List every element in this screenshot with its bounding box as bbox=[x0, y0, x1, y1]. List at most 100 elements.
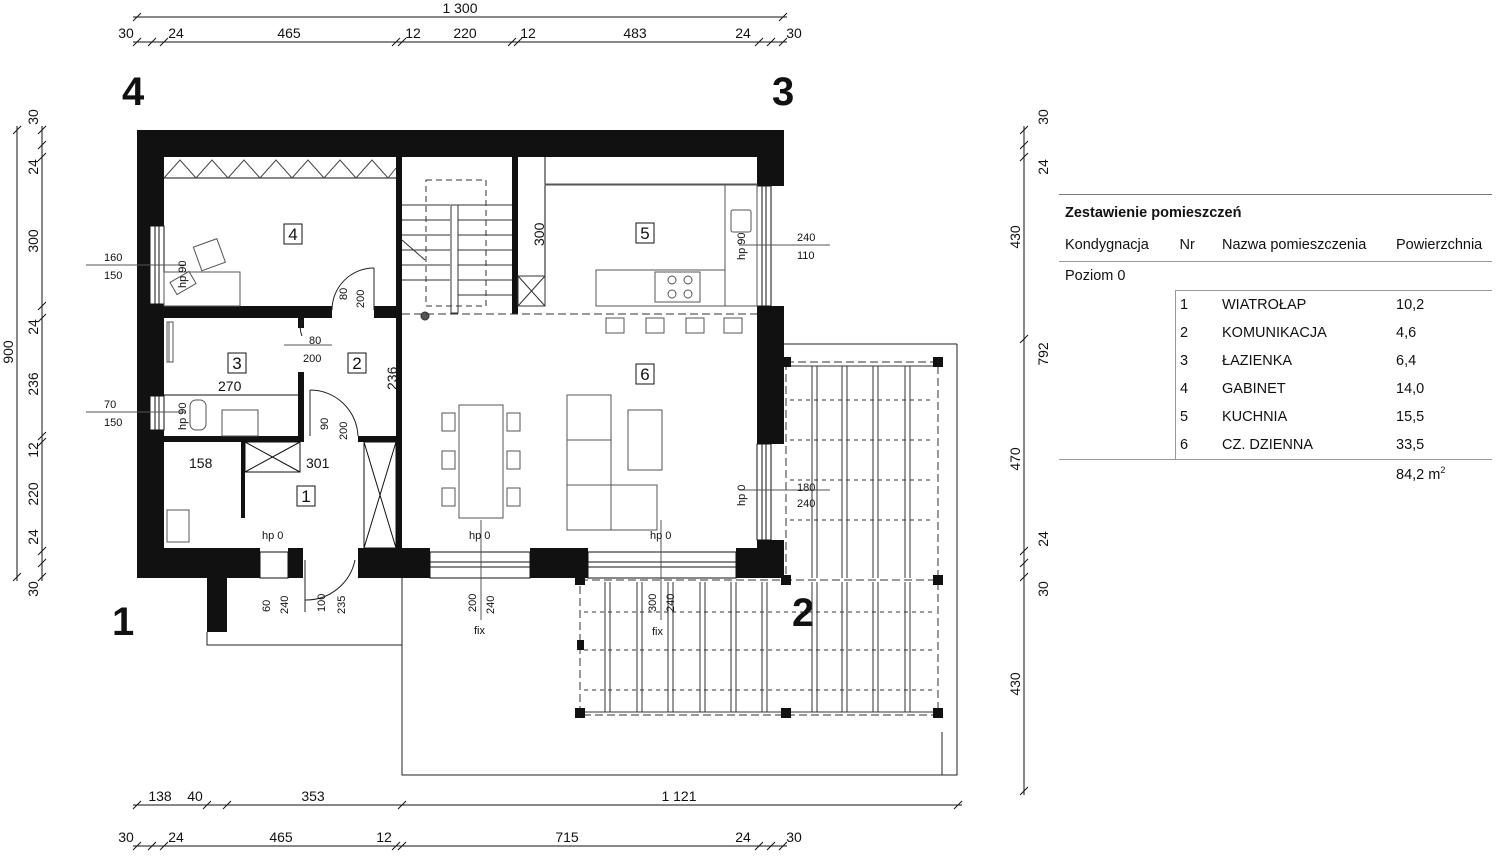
door-label: 80 bbox=[309, 335, 321, 347]
table-header-row: Kondygnacja Nr Nazwa pomieszczenia Powie… bbox=[1059, 229, 1492, 262]
table-row: 5 KUCHNIA 15,5 bbox=[1059, 403, 1492, 431]
pergola-posts bbox=[575, 357, 943, 718]
dim-right-seg: 430 bbox=[1007, 225, 1023, 249]
room-label-6: 6 bbox=[640, 365, 649, 384]
dim-left-seg: 300 bbox=[25, 229, 41, 253]
dim-top-seg: 12 bbox=[405, 25, 421, 41]
dim-right-seg: 24 bbox=[1035, 159, 1051, 175]
interior-partitions bbox=[164, 157, 546, 549]
corner-label-1: 1 bbox=[112, 600, 134, 644]
dim-left-seg: 24 bbox=[25, 529, 41, 545]
dim-left-seg: 220 bbox=[25, 482, 41, 506]
row-name: WIATROŁAP bbox=[1218, 290, 1392, 319]
left-dimensions bbox=[12, 125, 47, 582]
wardrobe bbox=[163, 159, 397, 179]
corner-label-2: 2 bbox=[792, 591, 814, 635]
door-label: 90 bbox=[319, 418, 331, 430]
dim-bottom-seg: 12 bbox=[376, 829, 392, 845]
dim-bottom-seg: 1 121 bbox=[661, 788, 696, 804]
dim-right-seg: 30 bbox=[1035, 581, 1051, 597]
row-area: 15,5 bbox=[1396, 409, 1425, 425]
table-row: 1 WIATROŁAP 10,2 bbox=[1059, 290, 1492, 319]
header-nr: Nr bbox=[1179, 237, 1195, 253]
dim-top-seg: 220 bbox=[453, 25, 477, 41]
windows bbox=[149, 185, 772, 579]
top-dimensions bbox=[132, 12, 788, 47]
dim-top-seg: 465 bbox=[277, 25, 301, 41]
opening-label: 60 bbox=[261, 600, 273, 612]
row-nr: 1 bbox=[1175, 290, 1218, 319]
total-area-unit-exponent: 2 bbox=[1440, 465, 1446, 476]
dim-right-seg: 430 bbox=[1007, 672, 1023, 696]
row-name: KOMUNIKACJA bbox=[1222, 325, 1327, 341]
row-nr: 3 bbox=[1175, 347, 1218, 375]
terrace-outline bbox=[206, 343, 958, 776]
window-label: 240 bbox=[797, 232, 815, 244]
dim-left-seg: 12 bbox=[25, 442, 41, 458]
room-number-boxes bbox=[227, 222, 655, 507]
row-name: KUCHNIA bbox=[1222, 409, 1288, 425]
row-name: CZ. DZIENNA bbox=[1222, 437, 1314, 453]
room-label-5: 5 bbox=[640, 224, 649, 243]
right-dimensions bbox=[1019, 125, 1029, 796]
dim-left-seg: 236 bbox=[25, 372, 41, 396]
sill-label: hp 90 bbox=[177, 260, 189, 288]
dim-interior: 158 bbox=[189, 455, 213, 471]
exterior-walls bbox=[137, 130, 784, 632]
kitchen-furniture bbox=[544, 183, 758, 334]
sill-label: hp 0 bbox=[262, 530, 283, 542]
door-label: 200 bbox=[338, 422, 350, 440]
row-name: ŁAZIENKA bbox=[1222, 353, 1293, 369]
opening-label: 240 bbox=[665, 594, 677, 612]
dim-bottom-seg: 138 bbox=[148, 788, 172, 804]
table-row: Poziom 0 bbox=[1059, 261, 1492, 291]
doors bbox=[299, 267, 375, 612]
room-label-3: 3 bbox=[232, 354, 241, 373]
window-label: 70 bbox=[104, 399, 116, 411]
dim-interior: 301 bbox=[306, 455, 330, 471]
room-schedule-title: Zestawienie pomieszczeń bbox=[1059, 194, 1492, 229]
window-label: 150 bbox=[104, 270, 122, 282]
opening-label: 100 bbox=[316, 594, 328, 612]
dim-bottom-seg: 353 bbox=[301, 788, 325, 804]
row-area: 14,0 bbox=[1396, 381, 1425, 397]
fixed-window-label: fix bbox=[652, 626, 664, 638]
room-schedule: Zestawienie pomieszczeń Kondygnacja Nr N… bbox=[1059, 194, 1492, 488]
dim-right-seg: 30 bbox=[1035, 109, 1051, 125]
row-nr: 2 bbox=[1175, 319, 1218, 347]
row-nr: 4 bbox=[1175, 375, 1218, 403]
sill-label: hp 0 bbox=[650, 530, 671, 542]
dim-bottom-seg: 40 bbox=[187, 788, 203, 804]
row-name: GABINET bbox=[1222, 381, 1286, 397]
sill-label: hp 90 bbox=[177, 402, 189, 430]
dim-left-seg: 30 bbox=[25, 581, 41, 597]
dim-top-seg: 30 bbox=[786, 25, 802, 41]
opening-label: 240 bbox=[485, 596, 497, 614]
header-name: Nazwa pomieszczenia bbox=[1222, 237, 1367, 253]
dim-right-seg: 792 bbox=[1035, 342, 1051, 366]
room-label-2: 2 bbox=[352, 354, 361, 373]
opening-label: 235 bbox=[336, 596, 348, 614]
dim-interior: 270 bbox=[218, 378, 242, 394]
opening-label: 200 bbox=[467, 594, 479, 612]
dim-total-width: 1 300 bbox=[442, 0, 477, 16]
dim-left-seg: 24 bbox=[25, 159, 41, 175]
bottom-dimensions bbox=[132, 800, 963, 851]
dim-left-seg: 30 bbox=[25, 109, 41, 125]
window-glazing bbox=[154, 186, 767, 568]
opening-label: 300 bbox=[647, 594, 659, 612]
living-furniture bbox=[441, 394, 663, 531]
row-area: 4,6 bbox=[1396, 325, 1417, 341]
window-label: 240 bbox=[797, 498, 815, 510]
room-label-1: 1 bbox=[301, 487, 310, 506]
room-label-4: 4 bbox=[288, 225, 297, 244]
door-label: 200 bbox=[303, 353, 321, 365]
window-label: 150 bbox=[104, 417, 122, 429]
terrace-window-lines bbox=[86, 244, 830, 620]
header-area: Powierzchnia bbox=[1396, 237, 1483, 253]
row-area: 10,2 bbox=[1392, 290, 1492, 319]
dim-top-seg: 12 bbox=[520, 25, 536, 41]
row-nr: 6 bbox=[1175, 431, 1218, 460]
dim-top-seg: 30 bbox=[118, 25, 134, 41]
door-label: 200 bbox=[355, 290, 367, 308]
